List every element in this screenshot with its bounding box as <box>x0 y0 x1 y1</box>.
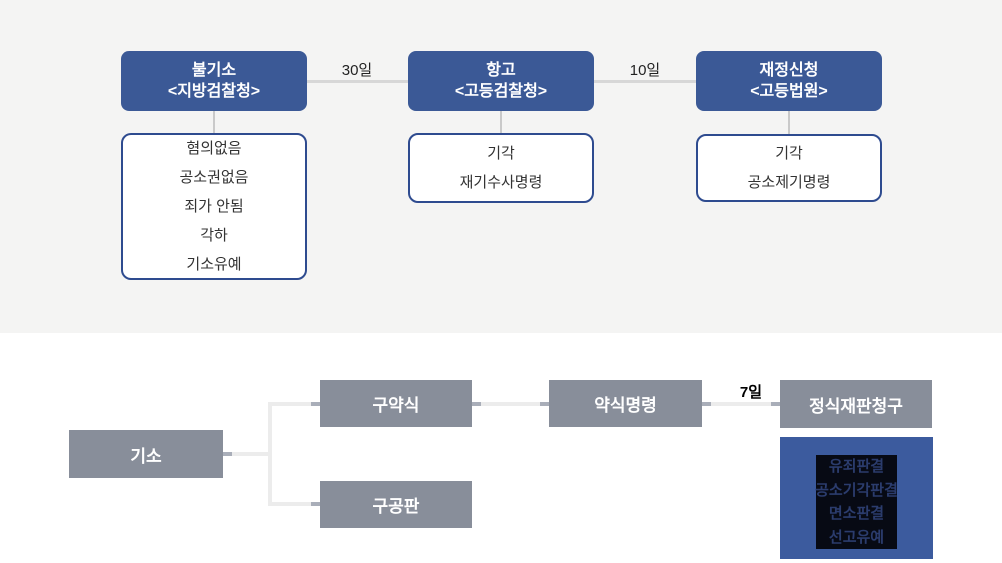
stub-appeal <box>500 111 502 133</box>
result-line: 기소유예 <box>186 256 242 273</box>
node-title: 재정신청 <box>759 62 819 79</box>
connector-guyaksik-yaksik <box>472 402 549 406</box>
result-box-adjudication: 기각 공소제기명령 <box>696 134 882 202</box>
stub-adjudication <box>788 111 790 134</box>
node-summary-order: 약식명령 <box>549 380 702 427</box>
interval-30days-label: 30일 <box>341 62 373 79</box>
node-appeal: 항고 <고등검찰청> <box>408 51 594 111</box>
connector-yaksik-jeongsik <box>702 402 780 406</box>
connector-hanggo-jaejeong <box>594 80 696 83</box>
interval-10days-label: 10일 <box>629 62 661 79</box>
node-adjudication-request: 재정신청 <고등법원> <box>696 51 882 111</box>
node-subtitle: <지방검찰청> <box>167 83 261 100</box>
interval-7days-label: 7일 <box>739 384 763 401</box>
connector-fork-gugongpan <box>270 502 320 506</box>
verdict-box: 유죄판결 공소기각판결 면소판결 선고유예 <box>780 437 933 559</box>
connector-fork-guyaksik <box>270 402 320 406</box>
node-title: 불기소 <box>191 62 237 79</box>
result-line: 공소권없음 <box>179 169 249 186</box>
result-line: 공소제기명령 <box>747 174 831 191</box>
node-summary-indictment: 구약식 <box>320 380 472 427</box>
result-line: 각하 <box>200 227 228 244</box>
result-line: 기각 <box>487 145 515 162</box>
node-title: 항고 <box>486 62 516 79</box>
result-box-appeal: 기각 재기수사명령 <box>408 133 594 203</box>
node-formal-indictment: 구공판 <box>320 481 472 528</box>
result-line: 기각 <box>775 145 803 162</box>
node-non-indictment: 불기소 <지방검찰청> <box>121 51 307 111</box>
verdict-line: 공소기각판결 <box>815 481 898 499</box>
connector-giso-fork <box>223 452 270 456</box>
node-indictment: 기소 <box>69 430 223 478</box>
verdict-line: 유죄판결 <box>828 458 885 475</box>
node-subtitle: <고등법원> <box>750 83 828 100</box>
verdict-line: 면소판결 <box>828 505 885 522</box>
result-line: 혐의없음 <box>186 140 242 157</box>
fork-vertical <box>268 402 272 506</box>
stub-non-indictment <box>213 111 215 133</box>
result-line: 재기수사명령 <box>459 174 543 191</box>
node-subtitle: <고등검찰청> <box>454 83 548 100</box>
result-line: 죄가 안됨 <box>184 198 244 215</box>
result-box-non-indictment: 혐의없음 공소권없음 죄가 안됨 각하 기소유예 <box>121 133 307 280</box>
node-formal-trial-request: 정식재판청구 <box>780 380 932 428</box>
appeal-flow-panel: 30일 10일 불기소 <지방검찰청> 항고 <고등검찰청> 재정신청 <고등법… <box>0 0 1002 333</box>
verdict-line: 선고유예 <box>828 528 885 546</box>
connector-bulgiso-hanggo <box>307 80 408 83</box>
verdict-list: 유죄판결 공소기각판결 면소판결 선고유예 <box>815 455 898 549</box>
